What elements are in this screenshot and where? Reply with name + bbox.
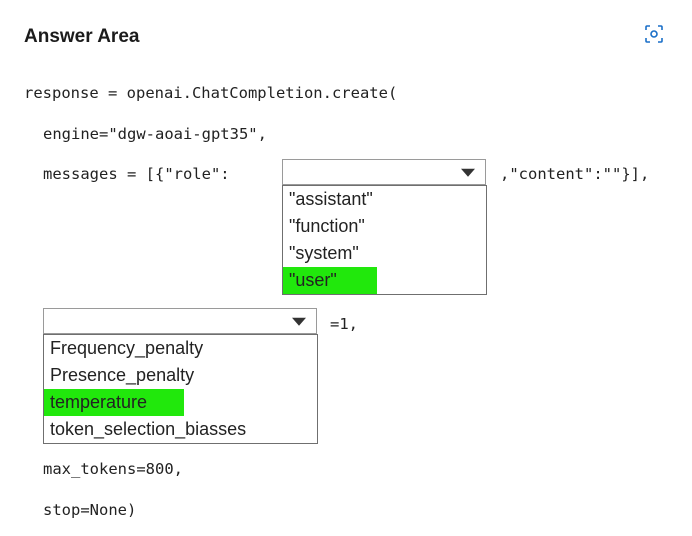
param-option-frequency-penalty[interactable]: Frequency_penalty: [50, 338, 204, 358]
scan-button[interactable]: [640, 20, 668, 48]
role-option-user[interactable]: "user": [283, 267, 377, 294]
param-option-token-selection-biasses[interactable]: token_selection_biasses: [50, 419, 247, 439]
code-line-response: response = openai.ChatCompletion.create(: [24, 84, 398, 102]
code-line-stop: stop=None): [43, 501, 137, 519]
chevron-down-icon: [292, 317, 306, 326]
parameter-dropdown[interactable]: [43, 308, 317, 334]
role-option-assistant[interactable]: "assistant": [289, 189, 373, 209]
code-line-messages: messages = [{"role":: [43, 165, 230, 183]
code-line-param-value: =1,: [330, 315, 358, 333]
parameter-dropdown-list: Frequency_penalty Presence_penalty tempe…: [43, 334, 318, 444]
param-option-presence-penalty[interactable]: Presence_penalty: [50, 365, 195, 385]
code-line-max-tokens: max_tokens=800,: [43, 460, 183, 478]
role-option-system[interactable]: "system": [289, 243, 359, 263]
role-dropdown[interactable]: [282, 159, 486, 185]
code-line-content: ,"content":""}],: [500, 165, 650, 183]
code-line-engine: engine="dgw-aoai-gpt35",: [43, 125, 267, 143]
answer-area-title: Answer Area: [24, 26, 140, 47]
role-dropdown-list: "assistant" "function" "system" "user": [282, 185, 487, 295]
param-option-temperature[interactable]: temperature: [44, 389, 184, 416]
role-option-function[interactable]: "function": [289, 216, 365, 236]
chevron-down-icon: [461, 168, 475, 177]
scan-icon: [645, 25, 663, 43]
